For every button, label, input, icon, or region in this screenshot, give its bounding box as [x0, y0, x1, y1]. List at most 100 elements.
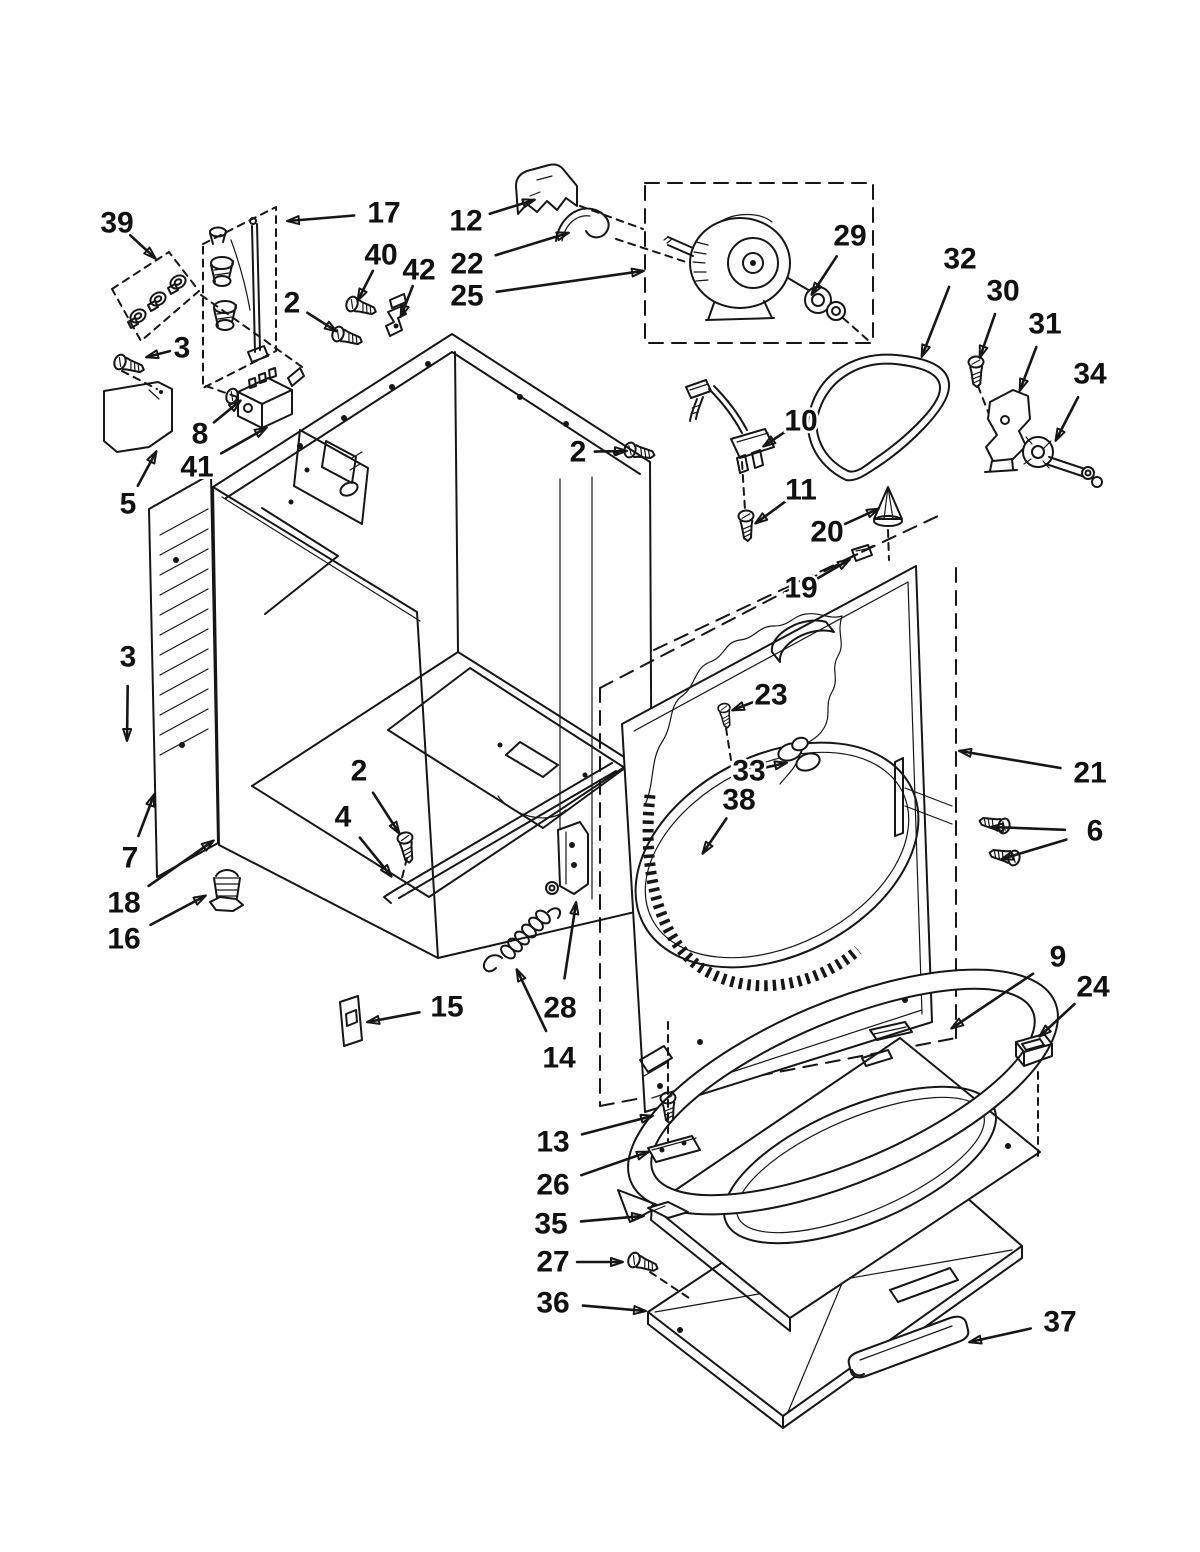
- base-rail: [383, 762, 617, 904]
- callout-25: 25: [448, 267, 645, 315]
- leader-arrow: [950, 972, 1035, 1030]
- callout-37: 37: [968, 1303, 1079, 1345]
- callout-31: 31: [1018, 305, 1064, 392]
- part-number-label: 29: [833, 220, 866, 253]
- leader-arrow: [762, 428, 790, 448]
- callout-3: 3: [145, 329, 193, 367]
- leader-arrow: [1018, 345, 1038, 392]
- callout-38: 38: [701, 781, 758, 855]
- door-handle: [847, 1315, 970, 1379]
- leader-arrow: [219, 426, 268, 455]
- part-number-label: 5: [120, 488, 137, 521]
- callout-14: 14: [515, 968, 578, 1077]
- leader-arrow: [212, 399, 242, 424]
- hinge-bracket: [545, 821, 589, 895]
- bracket-clip: [385, 293, 407, 337]
- felt-seal: [642, 794, 862, 992]
- part-number-label: 34: [1073, 358, 1107, 391]
- leader-arrow: [371, 791, 401, 835]
- front-bulkhead-panel: [621, 565, 953, 1113]
- leader-arrow: [579, 1211, 645, 1223]
- screw-icon: [976, 812, 1012, 836]
- callout-4: 4: [332, 798, 393, 878]
- callout-35: 35: [532, 1205, 645, 1243]
- part-number-label: 13: [536, 1126, 569, 1159]
- leader-arrow: [978, 312, 997, 359]
- leader-arrow: [494, 231, 570, 257]
- leader-arrow: [129, 234, 157, 260]
- callout-2: 2: [281, 284, 338, 333]
- callout-21: 21: [958, 747, 1109, 792]
- part-number-label: 38: [722, 784, 755, 817]
- leader-arrow: [958, 747, 1062, 770]
- leader-arrow: [356, 269, 375, 302]
- screw-icon: [343, 294, 380, 320]
- terminal-block: [237, 367, 305, 429]
- part-number-label: 35: [534, 1208, 567, 1241]
- leader-arrow: [1038, 1002, 1076, 1038]
- leader-arrow: [581, 1304, 647, 1316]
- callout-42: 42: [399, 251, 438, 318]
- leader-arrow: [810, 254, 839, 296]
- leader-arrow: [843, 507, 880, 526]
- part-number-label: 40: [364, 239, 397, 272]
- leader-arrow: [306, 311, 338, 333]
- screw-icon: [329, 324, 366, 350]
- callout-27: 27: [534, 1243, 624, 1281]
- drive-belt: [807, 353, 951, 482]
- part-number-label: 26: [536, 1169, 569, 1202]
- part-number-label: 28: [543, 992, 576, 1025]
- leader-arrow: [593, 446, 628, 457]
- part-number-label: 11: [785, 474, 817, 507]
- part-number-label: 8: [192, 418, 209, 451]
- part-number-label: 30: [986, 275, 1019, 308]
- part-number-label: 17: [367, 197, 400, 230]
- motor-dashed-box: [644, 182, 874, 344]
- part-number-label: 2: [351, 755, 368, 788]
- leader-arrow: [754, 500, 787, 525]
- leader-arrow: [399, 284, 415, 318]
- callout-6: 6: [990, 812, 1106, 861]
- door-seal-ring: [627, 968, 1059, 1216]
- screw-icon: [967, 355, 986, 389]
- cone-grommet: [873, 486, 903, 561]
- part-number-label: 19: [784, 572, 817, 605]
- callout-12: 12: [447, 198, 536, 240]
- part-number-label: 20: [810, 516, 843, 549]
- base-assembly: [387, 667, 626, 829]
- leader-arrow: [1054, 395, 1080, 442]
- part-number-label: 21: [1073, 757, 1106, 790]
- part-number-label: 2: [284, 287, 301, 320]
- part-number-label: 16: [107, 923, 140, 956]
- part-number-label: 18: [107, 887, 140, 920]
- callout-23: 23: [731, 676, 790, 714]
- callout-7: 7: [119, 793, 156, 877]
- switch-knob-icon: [167, 274, 187, 295]
- toe-panel-clip: [617, 1189, 689, 1223]
- leader-arrow: [147, 839, 215, 888]
- leader-arrow: [122, 684, 133, 742]
- part-number-label: 41: [180, 451, 213, 484]
- screw-icon: [737, 508, 757, 543]
- callout-2: 2: [567, 433, 628, 471]
- callout-19: 19: [782, 558, 851, 607]
- door-strike: [1015, 1033, 1053, 1157]
- leader-arrow: [731, 698, 760, 712]
- part-number-label: 23: [754, 679, 787, 712]
- callout-41: 41: [178, 426, 268, 486]
- leader-arrow: [136, 450, 158, 488]
- callout-32: 32: [920, 240, 979, 358]
- leader-arrow: [366, 1010, 421, 1025]
- callout-28: 28: [541, 901, 580, 1027]
- part-number-label: 27: [536, 1246, 569, 1279]
- callout-16: 16: [105, 894, 207, 958]
- leader-arrow: [816, 558, 851, 580]
- part-number-label: 14: [542, 1042, 576, 1075]
- leader-arrow: [990, 822, 1067, 833]
- idler-pulley: [1022, 436, 1103, 488]
- callout-9: 9: [950, 938, 1069, 1030]
- leader-arrow: [137, 793, 156, 838]
